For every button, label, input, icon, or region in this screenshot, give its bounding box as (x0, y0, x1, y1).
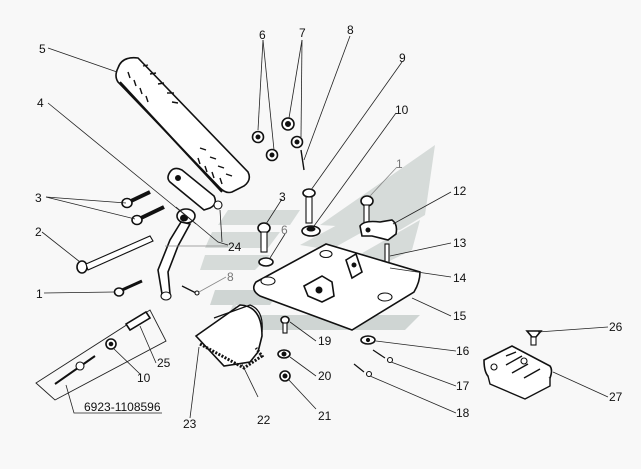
washers-nuts-top-part (251, 117, 305, 171)
callout-19: 19 (318, 334, 332, 348)
callout-4: 4 (37, 96, 44, 110)
callout-2: 2 (35, 225, 42, 239)
leader-lines (41, 35, 609, 419)
washer-pins-part (353, 335, 394, 378)
callout-15: 15 (453, 309, 467, 323)
callout-10: 10 (395, 103, 409, 117)
callout-5: 5 (39, 42, 46, 56)
callout-6: 6 (259, 28, 266, 42)
callout-17: 17 (456, 379, 470, 393)
callout-1-right: 1 (396, 157, 403, 171)
bolt-centre-part (257, 222, 274, 267)
callout-13: 13 (453, 236, 467, 250)
boot-part (194, 304, 265, 370)
callout-labels: 5 4 3 2 1 6 7 8 9 10 1 12 13 14 15 3 6 2… (35, 23, 623, 431)
screw-left-part (113, 279, 143, 297)
callout-25: 25 (157, 356, 171, 370)
kit-box-part (35, 309, 167, 401)
callout-14: 14 (453, 271, 467, 285)
callout-3-centre: 3 (279, 190, 286, 204)
cotter-pin-8-part (181, 285, 200, 296)
bolt-pair-part (121, 190, 165, 226)
callout-1: 1 (36, 287, 43, 301)
callout-8-lower: 8 (227, 270, 234, 284)
callout-27: 27 (609, 390, 623, 404)
base-plate-part (252, 243, 421, 331)
callout-8: 8 (347, 23, 354, 37)
watermark-bar-3 (200, 255, 270, 270)
pin-bushing-part (301, 188, 321, 237)
callout-9: 9 (399, 51, 406, 65)
footrest-pad-part (483, 330, 553, 400)
callout-21: 21 (318, 409, 332, 423)
callout-3: 3 (35, 191, 42, 205)
kit-part-number: 6923-1108596 (84, 400, 161, 414)
callout-20: 20 (318, 369, 332, 383)
long-pin-part (76, 235, 154, 274)
callout-10-kit: 10 (137, 371, 151, 385)
callout-24: 24 (228, 240, 242, 254)
callout-22: 22 (257, 413, 271, 427)
pedal-part (115, 56, 251, 194)
callout-18: 18 (456, 406, 470, 420)
screw-washer-nut-part (277, 315, 291, 382)
callout-7: 7 (299, 26, 306, 40)
callout-12: 12 (453, 184, 467, 198)
callout-23: 23 (183, 417, 197, 431)
callout-6-centre: 6 (281, 223, 288, 237)
callout-26: 26 (609, 320, 623, 334)
watermark-bar-1 (218, 210, 300, 225)
callout-16: 16 (456, 344, 470, 358)
